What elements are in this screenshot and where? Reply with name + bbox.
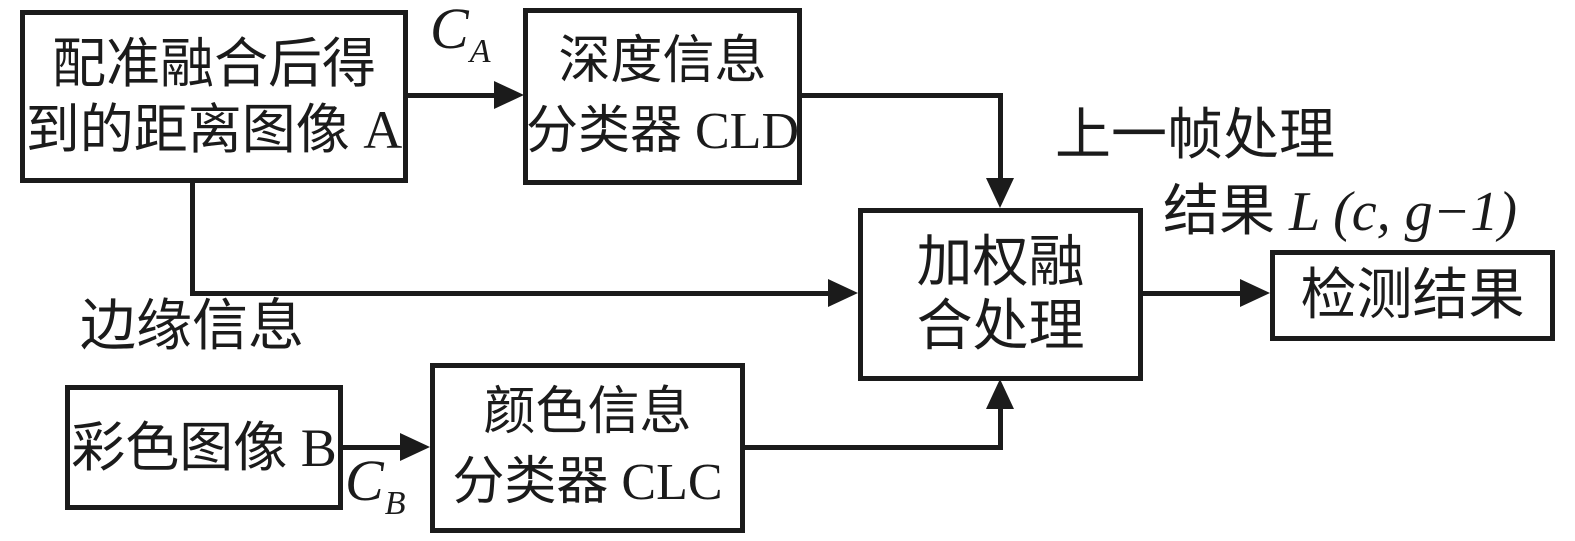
arrow-edge-info-head-icon bbox=[828, 279, 858, 307]
box-range-image-a: 配准融合后得 到的距离图像 A bbox=[20, 10, 408, 183]
box-color-classifier-clc: 颜色信息 分类器 CLC bbox=[430, 363, 745, 533]
label-ca-sub: A bbox=[469, 33, 491, 70]
box-range-image-a-line1: 配准融合后得 bbox=[52, 33, 376, 94]
label-prev-frame-line2-prefix: 结果 bbox=[1163, 181, 1289, 243]
box-detection-result-line1: 检测结果 bbox=[1300, 264, 1525, 327]
box-weighted-fusion: 加权融 合处理 bbox=[858, 208, 1143, 381]
arrow-range-to-cld-head-icon bbox=[494, 81, 524, 109]
arrow-edge-info-hline bbox=[190, 291, 830, 296]
label-prev-frame-line1: 上一帧处理 bbox=[1055, 105, 1335, 167]
arrow-cld-to-fusion-head-icon bbox=[986, 178, 1014, 208]
box-weighted-fusion-line2: 合处理 bbox=[916, 295, 1085, 358]
box-detection-result: 检测结果 bbox=[1270, 250, 1555, 341]
box-range-image-a-line2: 到的距离图像 A bbox=[25, 99, 403, 160]
label-cb-base: C bbox=[345, 448, 384, 513]
box-color-image-b: 彩色图像 B bbox=[65, 385, 343, 510]
arrow-edge-info-vline bbox=[190, 180, 195, 294]
label-ca-base: C bbox=[430, 0, 469, 61]
label-ca: CA bbox=[430, 0, 491, 70]
arrow-range-to-cld-line bbox=[405, 93, 500, 98]
label-prev-frame-formula: L (c, g−1) bbox=[1289, 181, 1518, 243]
box-color-image-b-line1: 彩色图像 B bbox=[71, 417, 337, 478]
arrow-clc-to-fusion-vline bbox=[998, 409, 1003, 450]
box-weighted-fusion-line1: 加权融 bbox=[916, 231, 1085, 294]
arrow-cld-to-fusion-vline bbox=[998, 93, 1003, 180]
box-color-classifier-line1: 颜色信息 bbox=[483, 384, 692, 441]
arrow-fusion-to-result-line bbox=[1141, 291, 1240, 296]
arrow-clc-to-fusion-hline bbox=[743, 445, 1003, 450]
label-cb-sub: B bbox=[384, 485, 406, 522]
arrow-b-to-clc-line bbox=[340, 445, 402, 450]
arrow-b-to-clc-head-icon bbox=[400, 433, 430, 461]
label-cb: CB bbox=[345, 452, 406, 523]
box-depth-classifier-line1: 深度信息 bbox=[558, 32, 767, 90]
box-color-classifier-line2: 分类器 CLC bbox=[452, 454, 723, 511]
label-edge-info: 边缘信息 bbox=[80, 296, 304, 358]
label-prev-frame-line2: 结果 L (c, g−1) bbox=[1163, 182, 1517, 242]
box-depth-classifier-line2: 分类器 CLD bbox=[526, 102, 800, 160]
arrow-clc-to-fusion-head-icon bbox=[986, 379, 1014, 409]
arrow-cld-to-fusion-hline bbox=[799, 93, 1003, 98]
arrow-fusion-to-result-head-icon bbox=[1240, 279, 1270, 307]
box-depth-classifier-cld: 深度信息 分类器 CLD bbox=[523, 8, 802, 185]
